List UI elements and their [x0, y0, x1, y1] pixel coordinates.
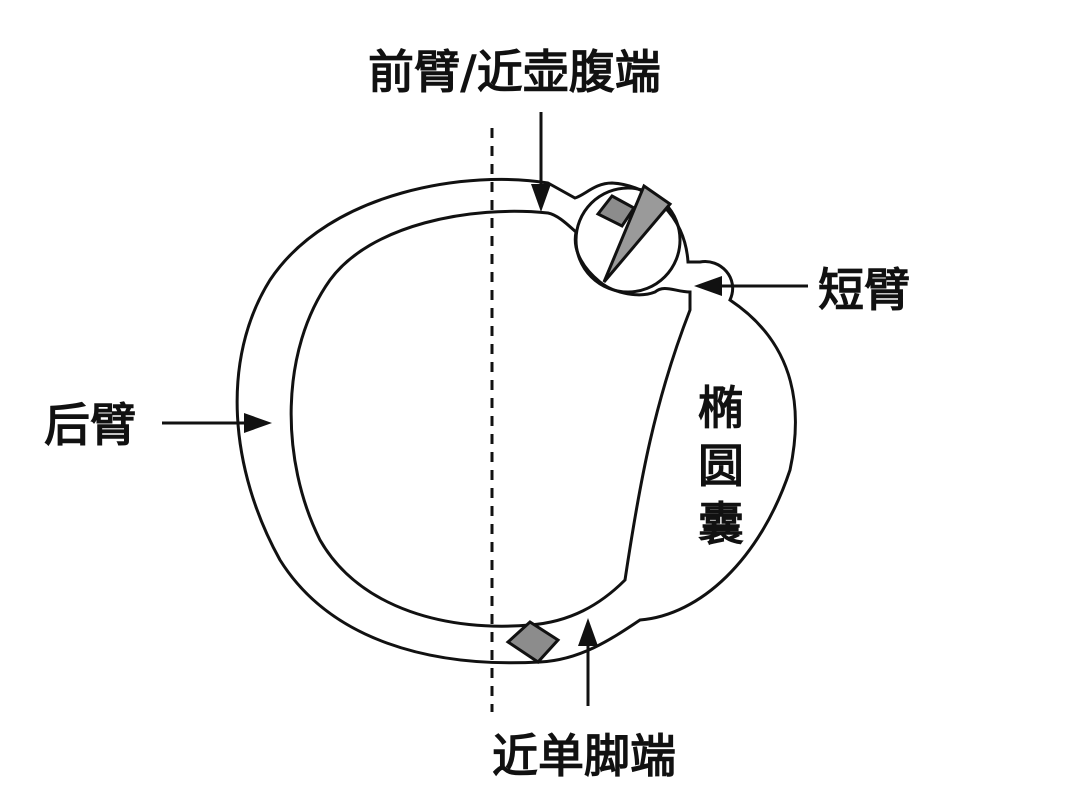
ampulla-end-arrow-head — [578, 618, 598, 646]
rear-arm-label: 后臂 — [44, 398, 136, 452]
outer-canal-outline — [235, 177, 797, 665]
ampulla-bulb — [574, 186, 682, 294]
front-arm-label: 前臂/近壶腹端 — [368, 45, 661, 99]
rear-arm-arrow-head — [244, 413, 272, 433]
front-arm-arrow-head — [531, 184, 551, 212]
short-arm-label: 短臂 — [818, 263, 910, 317]
crista-triangle — [602, 183, 673, 283]
ellipse-sac-label-3: 囊 — [698, 497, 744, 551]
bottom-diamond — [505, 620, 561, 664]
ellipse-sac-label-1: 椭 — [698, 381, 744, 435]
ampulla-end-label: 近单脚端 — [492, 729, 676, 783]
ellipse-sac-label-2: 圆 — [698, 439, 744, 493]
ampulla-diamond — [595, 194, 637, 228]
short-arm-arrow-head — [694, 276, 722, 296]
inner-canal-outline — [289, 209, 692, 628]
